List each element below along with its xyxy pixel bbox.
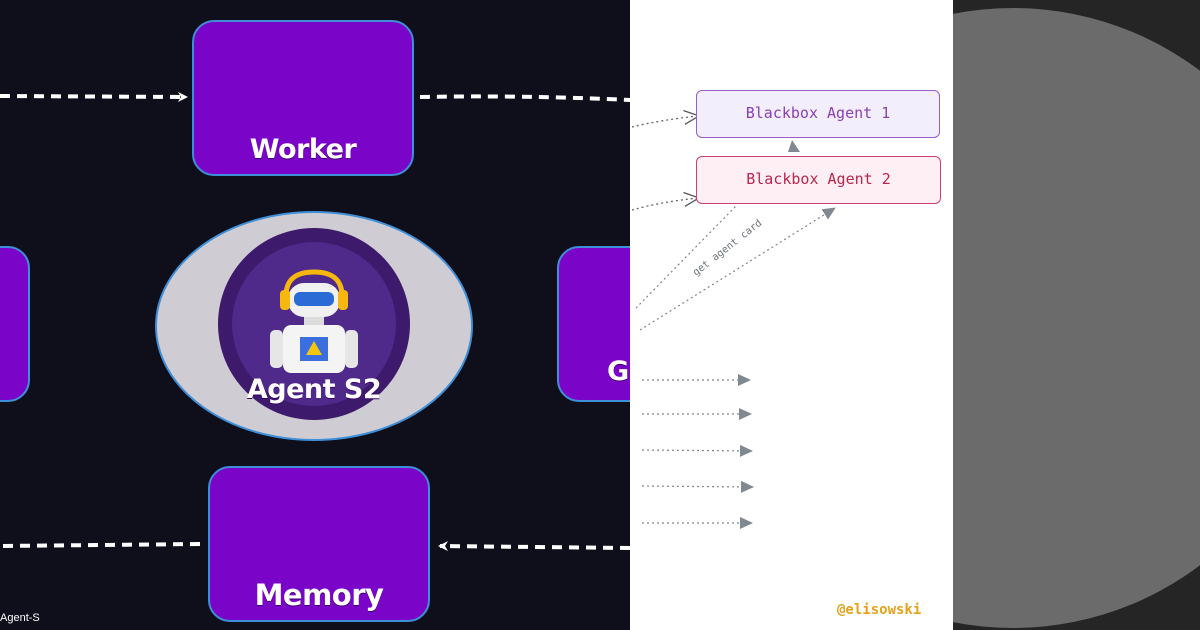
output-edge-4 (641, 480, 754, 493)
a2a-diagram-panel: get agent card Blackbox Agent 1 Blackbox… (630, 0, 953, 630)
get-agent-card-label: get agent card (691, 218, 764, 279)
worker-label: Worker (249, 134, 357, 165)
left-partial-node (0, 246, 30, 402)
arrow-memory-out (0, 542, 201, 548)
arrow-worker-out (419, 94, 630, 102)
a2a-diagram-svg: get agent card (631, 0, 836, 529)
agent-s-caption: Agent-S (0, 612, 40, 624)
arrow-into-worker (0, 91, 188, 102)
grounding-node-partial: G (557, 246, 630, 402)
edge-to-agent-1 (631, 116, 698, 128)
robot-headset-icon (270, 269, 358, 373)
blackbox-agent-2-card: Blackbox Agent 2 (696, 156, 941, 204)
get-agent-card-edge-1 (635, 205, 737, 309)
memory-label: Memory (254, 578, 384, 612)
memory-node: Memory (208, 466, 430, 622)
decorative-disc-svg (953, 8, 1200, 628)
blackbox-agent-1-card: Blackbox Agent 1 (696, 90, 940, 138)
edge-to-agent-2 (631, 198, 698, 211)
author-handle: @elisowski (837, 602, 922, 618)
decorative-disc-panel (953, 0, 1200, 630)
agent-s-diagram-panel: Worker G Agent S2 Memory Agent-S (0, 20, 630, 624)
agent-label: Agent S2 (246, 374, 382, 405)
gray-disc (953, 8, 1200, 628)
grounding-label: G (607, 356, 629, 387)
arrow-into-memory (438, 541, 630, 552)
output-edge-3 (641, 444, 753, 457)
worker-node: Worker (192, 20, 414, 176)
get-agent-card-edge-2 (639, 207, 836, 331)
link-agent-1-agent-2 (788, 140, 800, 152)
